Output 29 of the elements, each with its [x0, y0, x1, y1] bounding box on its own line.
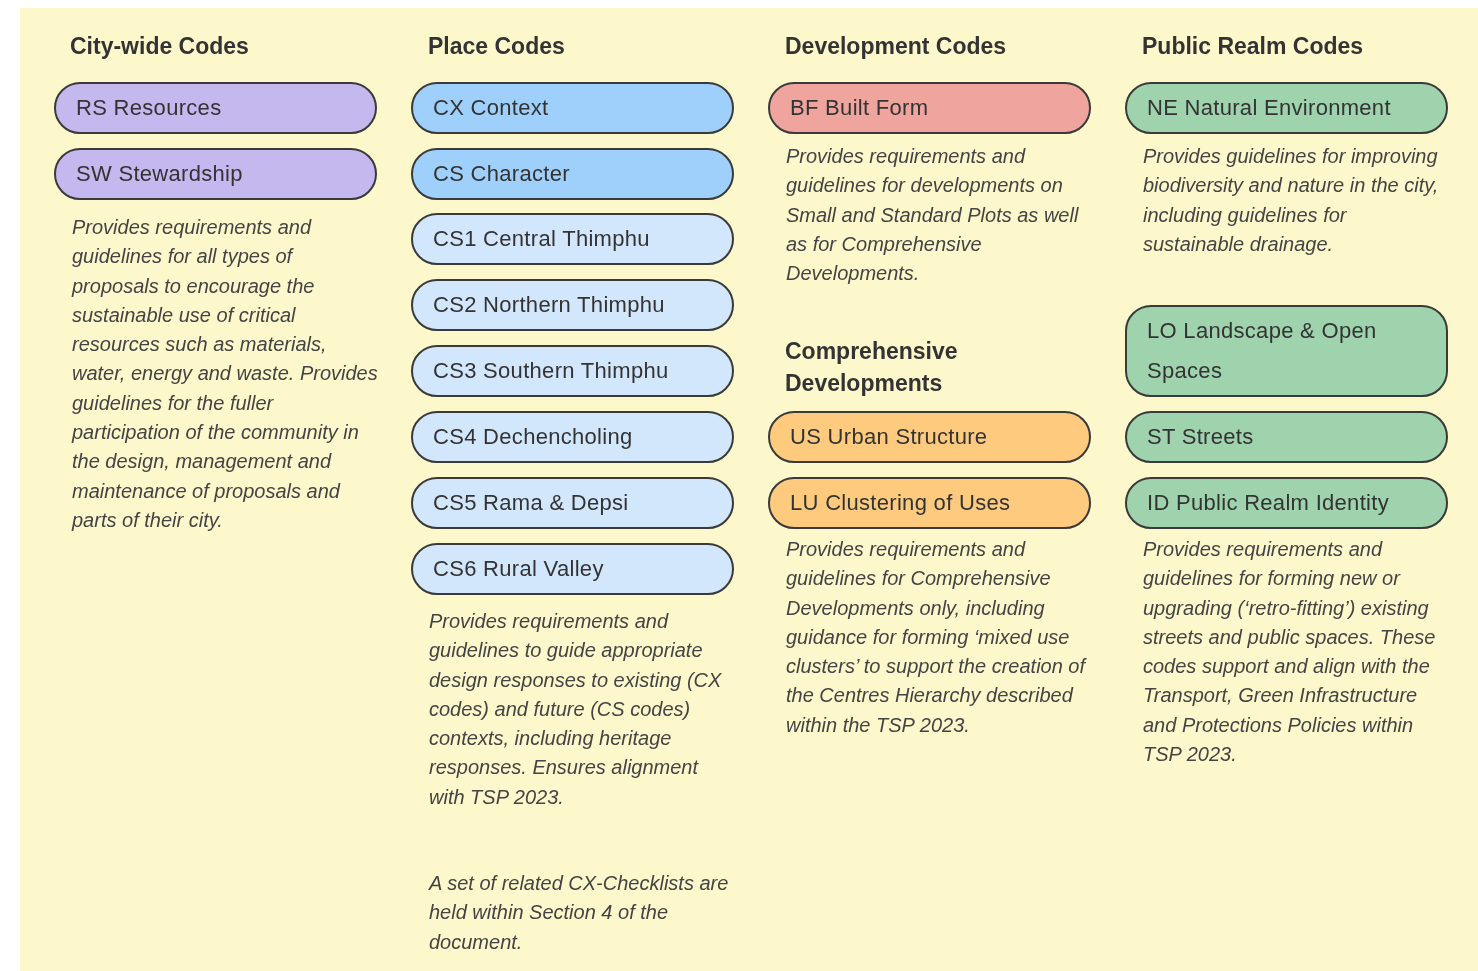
description-text: A set of related CX-Checklists are held within Section 4 of the document.	[429, 871, 729, 955]
code-pill: CS2 Northern Thimphu	[411, 279, 734, 331]
code-pill: CS6 Rural Valley	[411, 543, 734, 595]
description-text: Provides guidelines for improving biodiversity and nature in the city, including guidelines for sustainable drainage.	[1143, 144, 1440, 257]
code-pill: CS4 Dechencholing	[411, 411, 734, 463]
code-pill: CS1 Central Thimphu	[411, 213, 734, 265]
code-pill: CS3 Southern Thimphu	[411, 345, 734, 397]
column-heading: Public Realm Codes	[1142, 32, 1365, 61]
code-pill: LO Landscape & Open Spaces	[1125, 305, 1448, 397]
code-pill: CS Character	[411, 148, 734, 200]
code-pill: SW Stewardship	[54, 148, 377, 200]
column-heading: Comprehensive Developments	[785, 337, 959, 398]
description-text: Provides requirements and guidelines for forming new or upgrading (‘retro-fitting’) existing streets and public spaces. These codes support and align with the Transport, Green Infrastructure and Protections Policies within TSP 2023.	[1143, 537, 1437, 768]
code-pill: RS Resources	[54, 82, 377, 134]
code-pill: LU Clustering of Uses	[768, 477, 1091, 529]
description-text: Provides requirements and guidelines for Comprehensive Developments only, including guidance for forming ‘mixed use clusters’ to support the creation of the Centres Hierarchy described within the TSP 2023.	[786, 537, 1088, 738]
code-pill: ID Public Realm Identity	[1125, 477, 1448, 529]
code-pill: US Urban Structure	[768, 411, 1091, 463]
code-pill: BF Built Form	[768, 82, 1091, 134]
code-pill: CS5 Rama & Depsi	[411, 477, 734, 529]
description-text: Provides requirements and guidelines for developments on Small and Standard Plots as well as for Comprehensive Developments.	[786, 144, 1080, 287]
code-pill: NE Natural Environment	[1125, 82, 1448, 134]
description-text: Provides requirements and guidelines for all types of proposals to encourage the sustainable use of critical resources such as materials, water, energy and waste. Provides guidelines for the fuller participation of the community in the design, management and maintenance of proposals and parts of their city.	[72, 215, 379, 533]
column-heading: Development Codes	[785, 32, 1008, 61]
column-heading: Place Codes	[428, 32, 566, 61]
code-pill: ST Streets	[1125, 411, 1448, 463]
column-heading: City-wide Codes	[70, 32, 250, 61]
code-pill: CX Context	[411, 82, 734, 134]
description-text: Provides requirements and guidelines to guide appropriate design responses to existing (CX codes) and future (CS codes) contexts, including heritage responses. Ensures alignment with TSP 2023.	[429, 609, 723, 810]
